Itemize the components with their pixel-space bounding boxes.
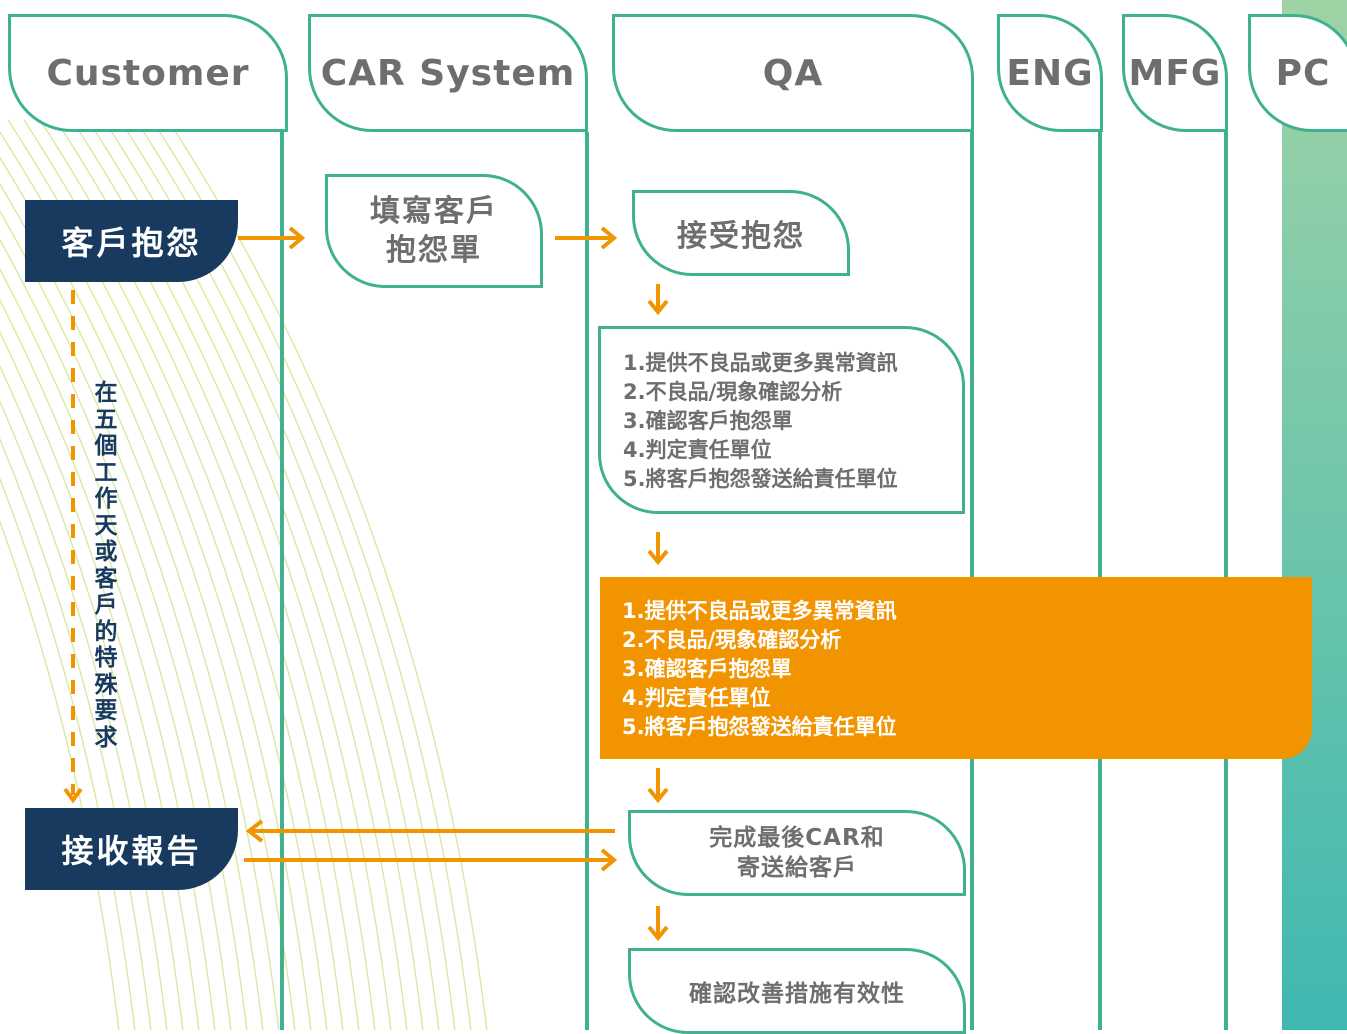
fill-form-line-1: 填寫客戶 [370,194,498,229]
fill-form-line-2: 抱怨單 [386,233,482,268]
qa-step: 5.將客戶抱怨發送給責任單位 [623,467,898,491]
fill-complaint-form-box: 填寫客戶 抱怨單 [325,174,543,288]
customer-complaint-box: 客戶抱怨 [25,200,238,282]
final-car-line-1: 完成最後CAR和 [709,825,885,851]
lane-header-car-system: CAR System [308,14,588,132]
qa-highlight-step: 2.不良品/現象確認分析 [622,628,842,652]
decorative-curve [0,331,200,1030]
lane-header-qa: QA [612,14,974,132]
receive-report-label: 接收報告 [61,832,202,870]
decorative-curve [0,477,136,1030]
decorative-curve [0,400,168,1030]
accept-complaint-box: 接受抱怨 [632,190,850,276]
final-car-line-2: 寄送給客戶 [736,855,857,881]
decorative-curve [0,268,232,1030]
lane-header-eng: ENG [997,14,1103,132]
qa-step: 4.判定責任單位 [623,438,772,462]
lane-label: PC [1275,52,1331,94]
final-car-box: 完成最後CAR和 寄送給客戶 [628,810,966,896]
lane-label: QA [762,52,824,94]
accept-complaint-label: 接受抱怨 [677,219,805,254]
decorative-curve [0,298,216,1030]
verify-effectiveness-box: 確認改善措施有效性 [628,948,966,1034]
lane-label: Customer [46,52,250,94]
lane-divider [585,132,589,1030]
lane-label: CAR System [320,52,576,94]
decorative-curve [0,520,120,1030]
customer-complaint-label: 客戶抱怨 [61,224,202,262]
qa-highlight-step: 3.確認客戶抱怨單 [622,657,792,681]
qa-steps-highlight-box: 1.提供不良品或更多異常資訊 2.不良品/現象確認分析 3.確認客戶抱怨單 4.… [600,577,1312,759]
qa-steps-box: 1.提供不良品或更多異常資訊 2.不良品/現象確認分析 3.確認客戶抱怨單 4.… [598,326,965,514]
qa-highlight-step: 5.將客戶抱怨發送給責任單位 [622,715,897,739]
deadline-note: 在五個工作天或客戶的特殊要求 [94,380,118,751]
decorative-curve [0,437,152,1030]
lane-header-customer: Customer [8,14,288,132]
qa-step: 1.提供不良品或更多異常資訊 [623,351,898,375]
lane-label: ENG [1006,52,1094,94]
teal-side-strip [1282,0,1347,1030]
verify-effectiveness-label: 確認改善措施有效性 [689,981,905,1007]
qa-step: 2.不良品/現象確認分析 [623,380,843,404]
qa-highlight-step: 4.判定責任單位 [622,686,771,710]
receive-report-box: 接收報告 [25,808,238,890]
qa-highlight-step: 1.提供不良品或更多異常資訊 [622,599,897,623]
decorative-curve [0,238,248,1030]
lane-header-mfg: MFG [1122,14,1228,132]
qa-step: 3.確認客戶抱怨單 [623,409,793,433]
decorative-curve [0,210,264,1030]
lane-divider [280,132,284,1030]
lane-label: MFG [1128,52,1222,94]
